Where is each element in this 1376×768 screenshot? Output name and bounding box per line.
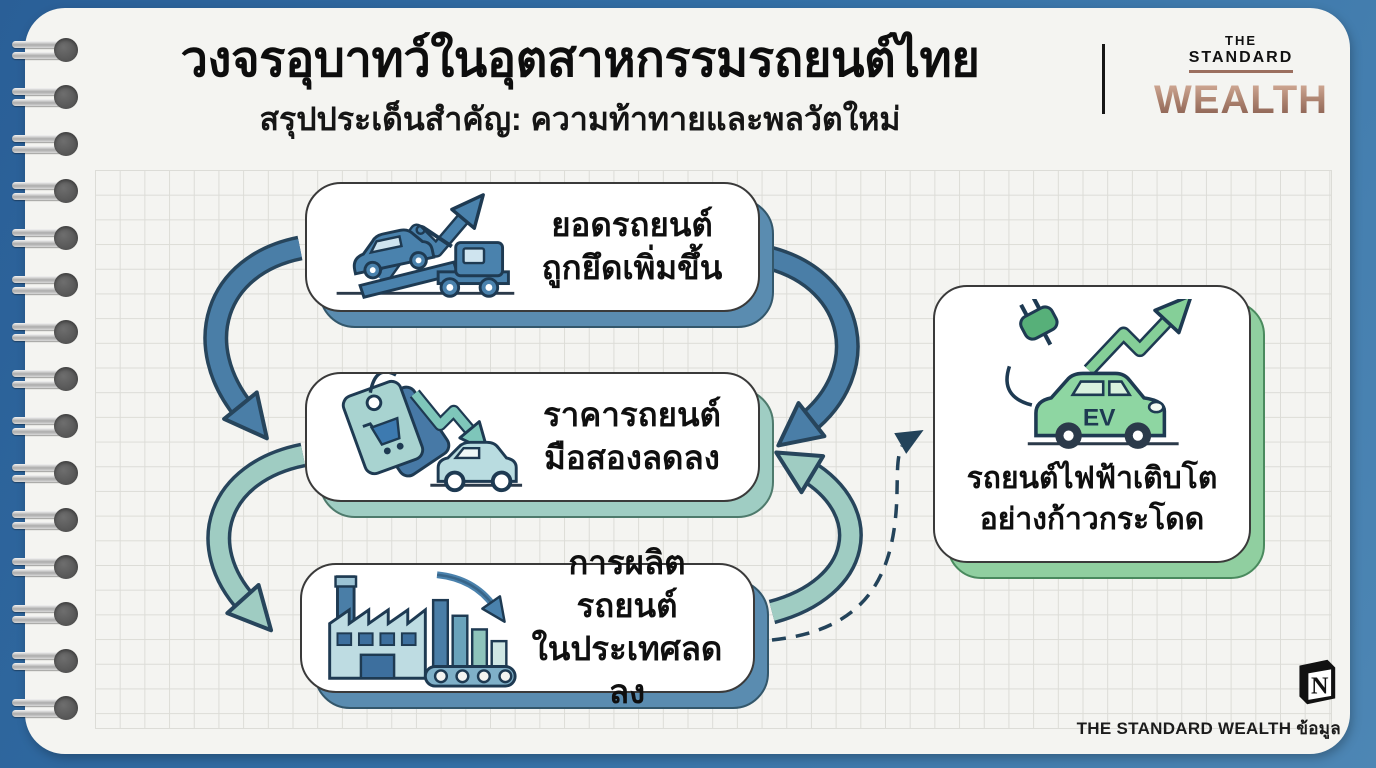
ev-growth-box: EV รถยนต์ไฟฟ้าเติบโตอย่างก้าวกระโดด bbox=[933, 285, 1265, 579]
spiral-binding bbox=[12, 38, 78, 720]
page-title: วงจรอุบาทว์ในอุตสาหกรรมรถยนต์ไทย bbox=[180, 33, 981, 87]
brand-wealth: WEALTH bbox=[1147, 80, 1335, 120]
cycle-box-repossessions: ยอดรถยนต์ถูกยึดเพิ่มขึ้น bbox=[305, 182, 774, 328]
header-divider bbox=[1102, 44, 1105, 114]
spiral-ring bbox=[12, 367, 78, 391]
spiral-ring bbox=[12, 555, 78, 579]
cycle-box-used-car-price: ราคารถยนต์มือสองลดลง bbox=[305, 372, 774, 518]
box-label: การผลิตรถยนต์ในประเทศลดลง bbox=[531, 544, 723, 710]
spiral-ring bbox=[12, 320, 78, 344]
box-label: ราคารถยนต์มือสองลดลง bbox=[543, 396, 721, 476]
brand-standard: STANDARD bbox=[1188, 50, 1294, 73]
spiral-ring bbox=[12, 602, 78, 626]
tow-truck-up-arrow-icon bbox=[336, 192, 515, 299]
footer-credit: N THE STANDARD WEALTH ข้อมูล bbox=[1077, 653, 1341, 742]
notion-style-n-logo: N bbox=[1299, 659, 1336, 705]
spiral-ring bbox=[12, 414, 78, 438]
price-tag-down-arrow-car-icon bbox=[341, 373, 523, 492]
spiral-ring bbox=[12, 508, 78, 532]
factory-declining-bars-icon bbox=[328, 570, 517, 688]
spiral-ring bbox=[12, 132, 78, 156]
cycle-box-production: การผลิตรถยนต์ในประเทศลดลง bbox=[300, 544, 769, 710]
spiral-ring bbox=[12, 461, 78, 485]
spiral-ring bbox=[12, 226, 78, 250]
ev-box-label: รถยนต์ไฟฟ้าเติบโตอย่างก้าวกระโดด bbox=[966, 462, 1218, 536]
logo-letter: N bbox=[1311, 673, 1329, 700]
box-label: ยอดรถยนต์ถูกยึดเพิ่มขึ้น bbox=[541, 206, 723, 286]
ev-badge-label: EV bbox=[1083, 404, 1116, 431]
ev-car-plug-growth-icon: EV bbox=[1005, 299, 1194, 449]
spiral-ring bbox=[12, 649, 78, 673]
credit-text: THE STANDARD WEALTH ข้อมูล bbox=[1076, 719, 1341, 738]
spiral-ring bbox=[12, 273, 78, 297]
brand-the: THE bbox=[1225, 33, 1257, 48]
spiral-ring bbox=[12, 179, 78, 203]
the-standard-wealth-logo: THE STANDARD WEALTH bbox=[1147, 34, 1335, 120]
spiral-ring bbox=[12, 85, 78, 109]
spiral-ring bbox=[12, 38, 78, 62]
spiral-ring bbox=[12, 696, 78, 720]
page-subtitle: สรุปประเด็นสำคัญ: ความท้าทายและพลวัตใหม่ bbox=[259, 101, 901, 138]
